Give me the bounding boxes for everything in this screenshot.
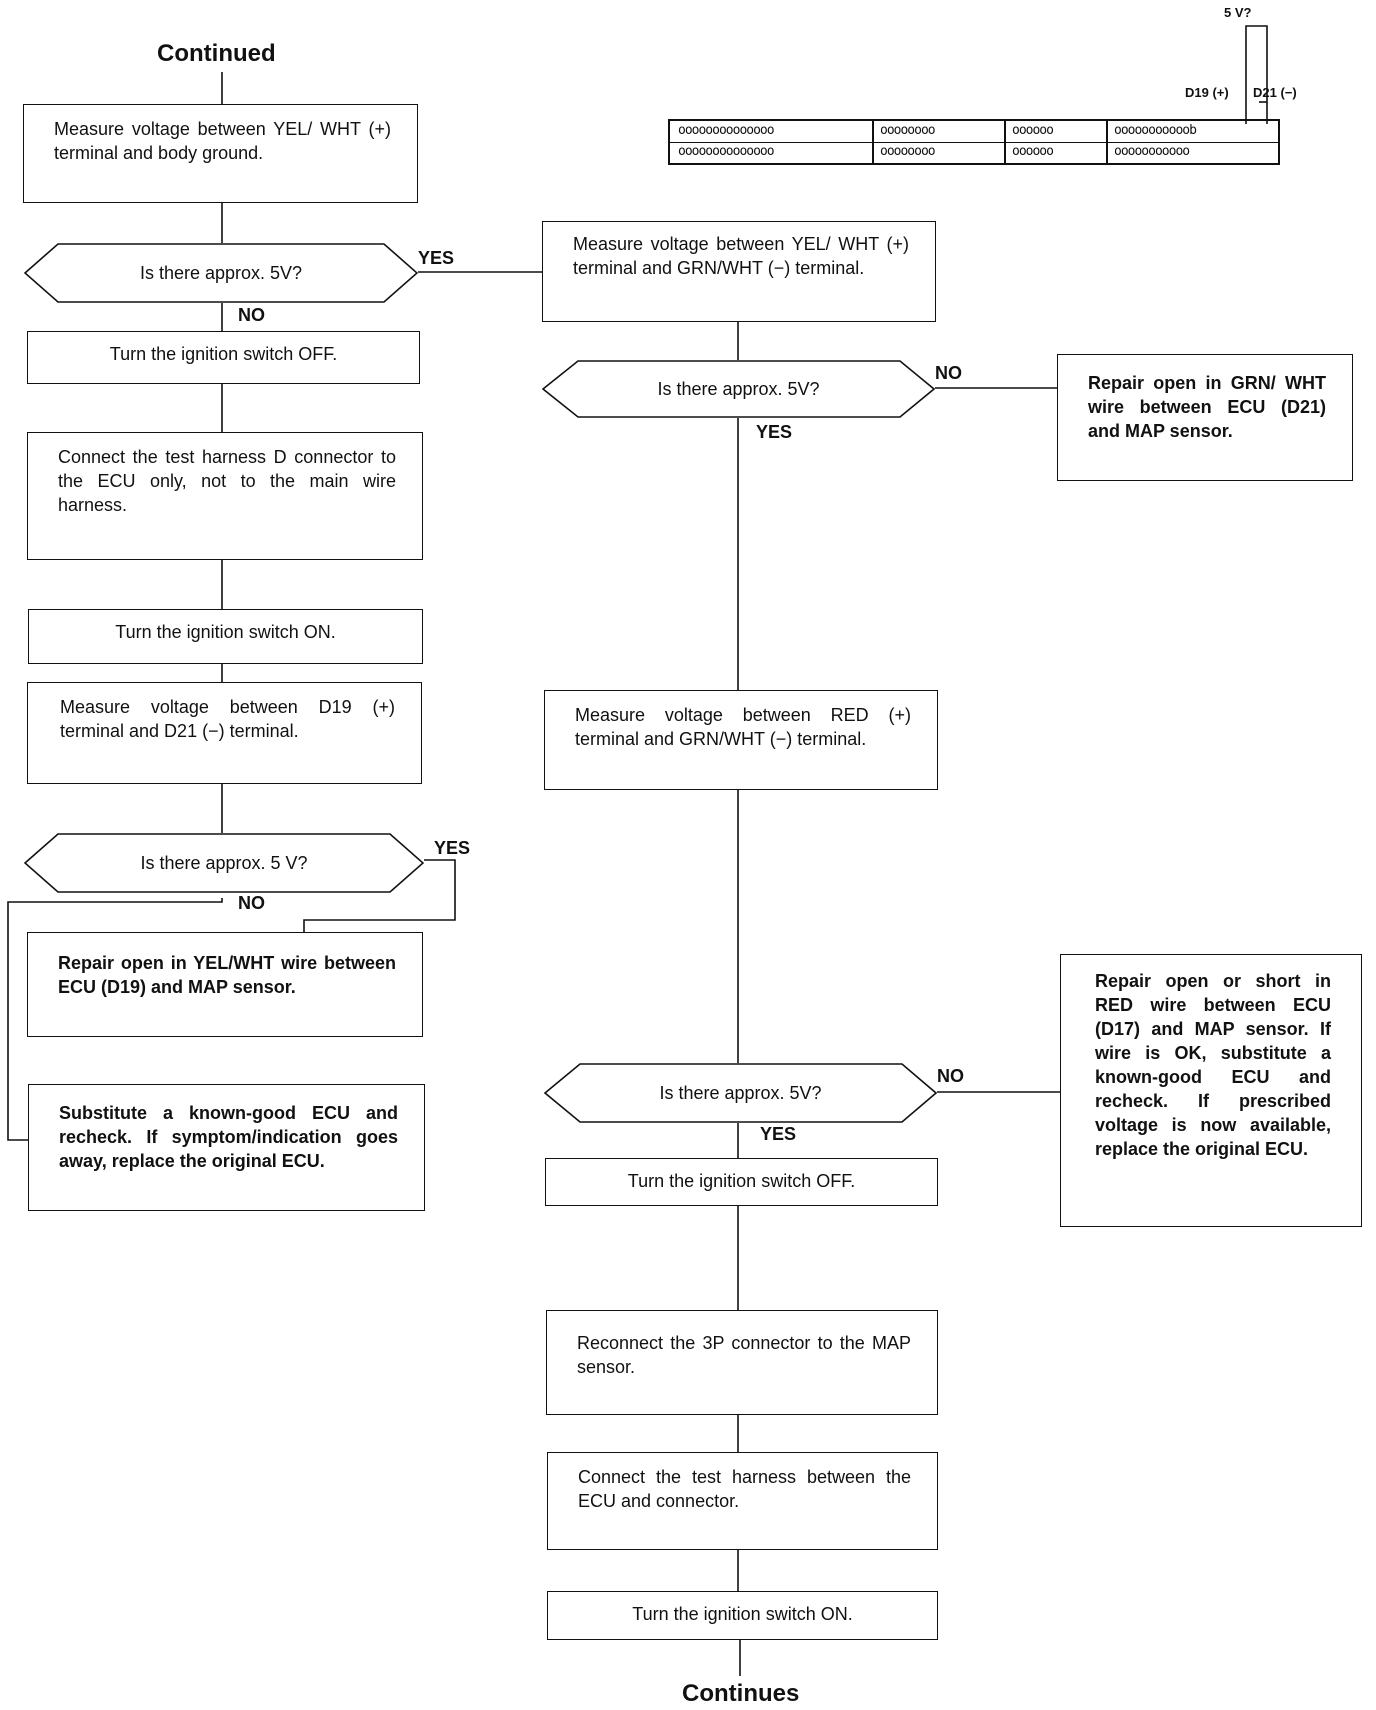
continues-heading: Continues [682, 1680, 800, 1707]
connector-pin-row: oooooo [1012, 145, 1054, 159]
connector-pin-row: oooooooooooooo [678, 124, 775, 138]
step-repair-red: Repair open or short in RED wire between… [1060, 954, 1362, 1227]
step-measure-red: Measure voltage between RED (+) terminal… [544, 690, 938, 790]
step-connect-harness-between: Connect the test harness be­tween the EC… [547, 1452, 938, 1550]
step-ignition-off-2: Turn the ignition switch OFF. [545, 1158, 938, 1206]
q2-yes-label: YES [434, 838, 471, 858]
connector-pin-row: oooooooo [880, 124, 936, 138]
decision-q4: Is there approx. 5V? [544, 1063, 937, 1123]
q4-yes-label: YES [760, 1124, 797, 1144]
ecu-connector: oooooooooooooo oooooooo oooooo ooooooooo… [668, 119, 1280, 165]
step-reconnect-3p: Reconnect the 3P connector to the MAP se… [546, 1310, 938, 1415]
decision-q2-text: Is there approx. 5 V? [140, 852, 308, 873]
continued-heading: Continued [157, 40, 276, 67]
d21-terminal-label: D21 (−) [1253, 85, 1297, 100]
d19-terminal-label: D19 (+) [1185, 85, 1229, 100]
step-ignition-on-1: Turn the ignition switch ON. [28, 609, 423, 664]
step-connect-harness-d: Connect the test harness D con­nector to… [27, 432, 423, 560]
step-measure-d19: Measure voltage between D19 (+) terminal… [27, 682, 422, 784]
q3-yes-label: YES [756, 422, 793, 442]
step-ignition-off-1: Turn the ignition switch OFF. [27, 331, 420, 384]
connector-pin-row: ooooooooooob [1114, 124, 1197, 138]
connector-pin-row: oooooo [1012, 124, 1054, 138]
q1-yes-label: YES [418, 248, 455, 268]
decision-q3: Is there approx. 5V? [542, 360, 935, 418]
q4-no-label: NO [937, 1066, 964, 1086]
connector-pin-row: ooooooooooo [1114, 145, 1190, 159]
connector-pin-row: oooooooooooooo [678, 145, 775, 159]
step-repair-yel-wht: Repair open in YEL/WHT wire between ECU … [27, 932, 423, 1037]
step-substitute-ecu: Substitute a known-good ECU and recheck.… [28, 1084, 425, 1211]
decision-q4-text: Is there approx. 5V? [659, 1082, 822, 1103]
decision-q1: Is there approx. 5V? [24, 243, 418, 303]
q2-no-label: NO [238, 893, 265, 913]
step-repair-grn-wht: Repair open in GRN/ WHT wire between ECU… [1057, 354, 1353, 481]
q3-no-label: NO [935, 363, 962, 383]
five-volt-label: 5 V? [1224, 5, 1252, 20]
decision-q2: Is there approx. 5 V? [24, 833, 424, 893]
connector-pin-row: oooooooo [880, 145, 936, 159]
decision-q3-text: Is there approx. 5V? [657, 378, 820, 399]
q1-no-label: NO [238, 305, 265, 325]
decision-q1-text: Is there approx. 5V? [139, 262, 303, 283]
step-measure-yel-grn: Measure voltage between YEL/ WHT (+) ter… [542, 221, 936, 322]
step-measure-yel-body: Measure voltage between YEL/ WHT (+) ter… [23, 104, 418, 203]
step-ignition-on-2: Turn the ignition switch ON. [547, 1591, 938, 1640]
